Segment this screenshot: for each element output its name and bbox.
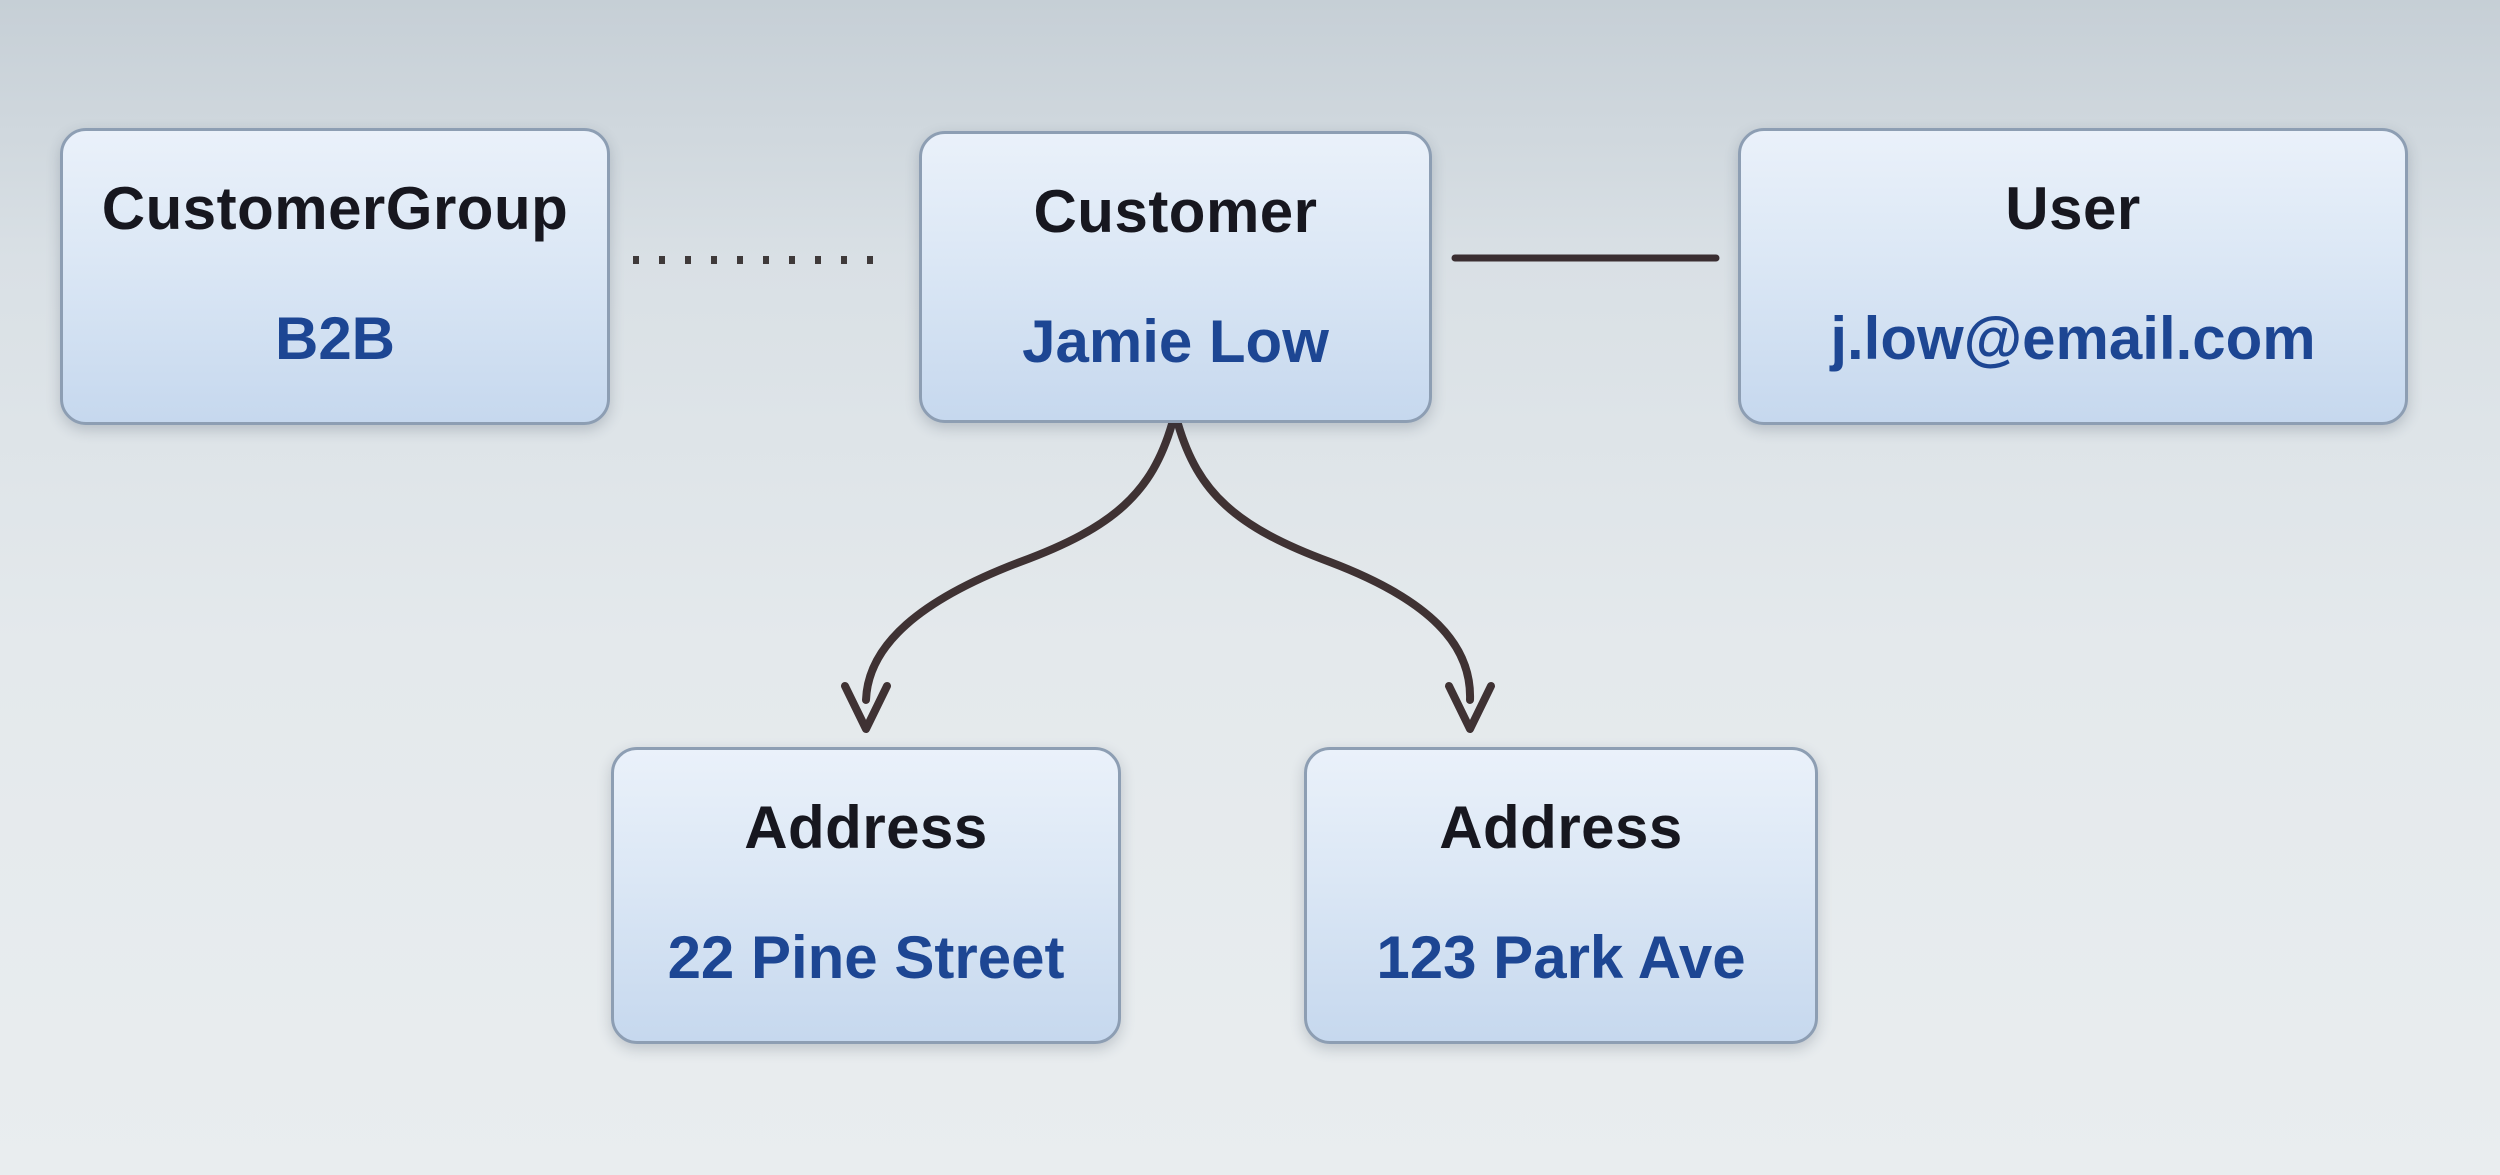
node-value: B2B bbox=[274, 305, 396, 372]
customer-addressright-curve bbox=[1174, 420, 1475, 704]
node-title: Address bbox=[744, 794, 988, 861]
arrowhead-right-icon bbox=[1445, 682, 1495, 733]
customer-addressleft-curve bbox=[862, 420, 1176, 704]
node-customer-group: CustomerGroup B2B bbox=[60, 128, 610, 425]
node-title: CustomerGroup bbox=[101, 175, 569, 242]
node-address-right: Address 123 Park Ave bbox=[1304, 747, 1818, 1044]
node-title: User bbox=[2005, 175, 2141, 242]
arrowhead-left-icon bbox=[841, 682, 891, 733]
node-title: Customer bbox=[1033, 178, 1318, 245]
node-user: User j.low@email.com bbox=[1738, 128, 2408, 425]
node-value: 123 Park Ave bbox=[1376, 924, 1746, 991]
node-value: Jamie Low bbox=[1022, 308, 1329, 375]
node-title: Address bbox=[1439, 794, 1683, 861]
node-value: 22 Pine Street bbox=[667, 924, 1065, 991]
node-customer: Customer Jamie Low bbox=[919, 131, 1432, 423]
node-value: j.low@email.com bbox=[1830, 305, 2316, 372]
node-address-left: Address 22 Pine Street bbox=[611, 747, 1121, 1044]
